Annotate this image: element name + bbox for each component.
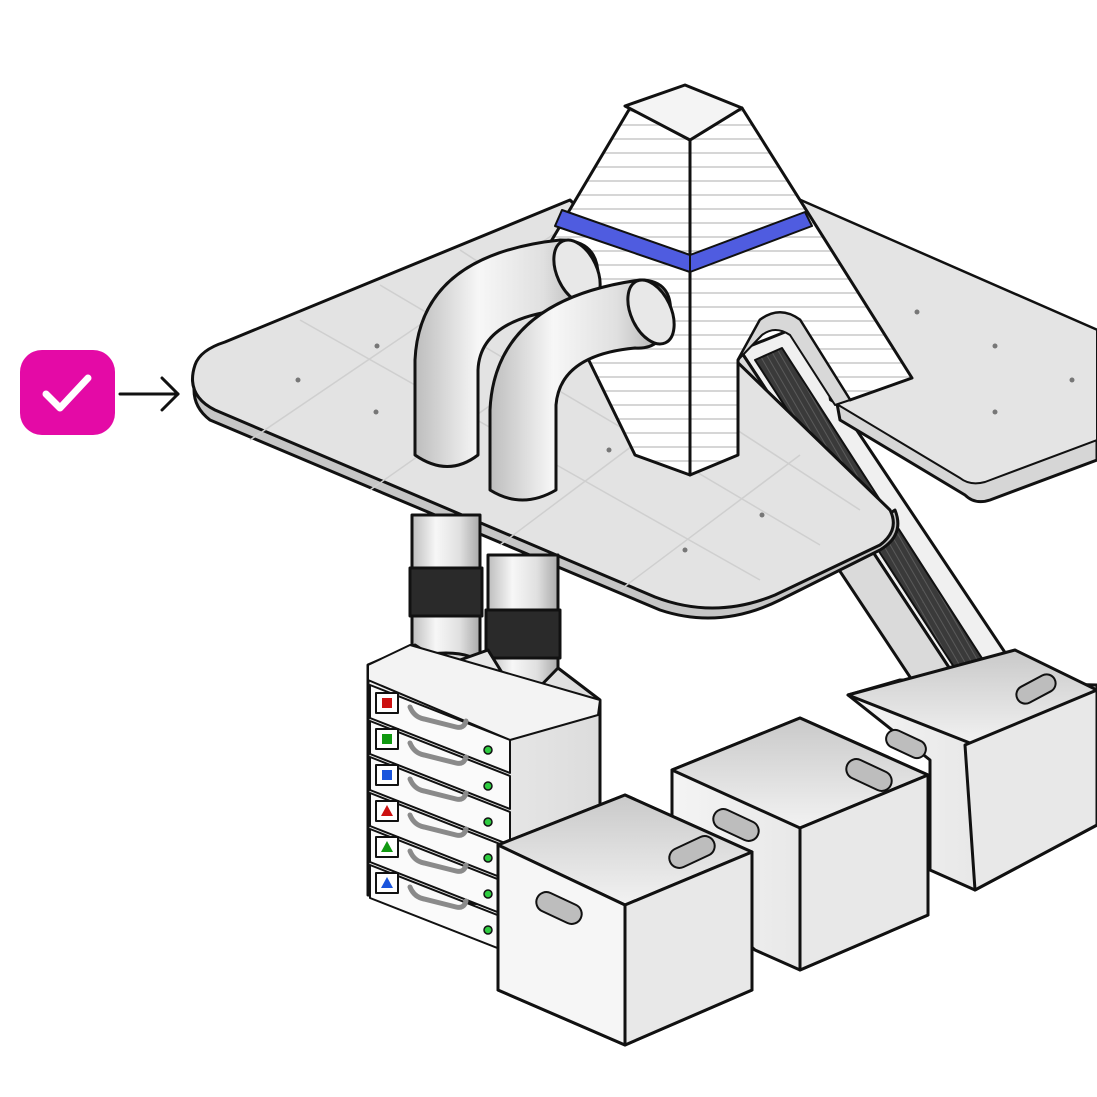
arrow-right-icon xyxy=(118,376,180,412)
drawer-handle xyxy=(407,776,469,802)
bin-back xyxy=(846,648,1097,892)
drawer-handle xyxy=(407,740,469,766)
triangle-icon xyxy=(381,877,393,888)
server-unit xyxy=(369,684,511,774)
server-unit xyxy=(369,864,511,954)
square-icon xyxy=(382,734,392,744)
platform-back-plate xyxy=(798,198,1097,504)
server-unit xyxy=(369,720,511,810)
drawer-handle xyxy=(407,884,469,910)
check-badge xyxy=(20,350,115,435)
status-led xyxy=(483,889,493,899)
square-icon xyxy=(382,698,392,708)
pipe-right-bend xyxy=(488,278,676,502)
status-led xyxy=(483,853,493,863)
server-unit xyxy=(369,756,511,846)
server-unit xyxy=(369,828,511,918)
status-led xyxy=(483,817,493,827)
square-icon xyxy=(382,770,392,780)
triangle-icon xyxy=(381,841,393,852)
check-icon xyxy=(42,374,92,412)
status-led xyxy=(483,745,493,755)
triangle-icon xyxy=(381,805,393,816)
bin-front xyxy=(496,793,754,1047)
drawer-handle xyxy=(407,704,469,730)
drawer-handle xyxy=(407,812,469,838)
status-led xyxy=(483,925,493,935)
drawer-handle xyxy=(407,848,469,874)
status-led xyxy=(483,781,493,791)
